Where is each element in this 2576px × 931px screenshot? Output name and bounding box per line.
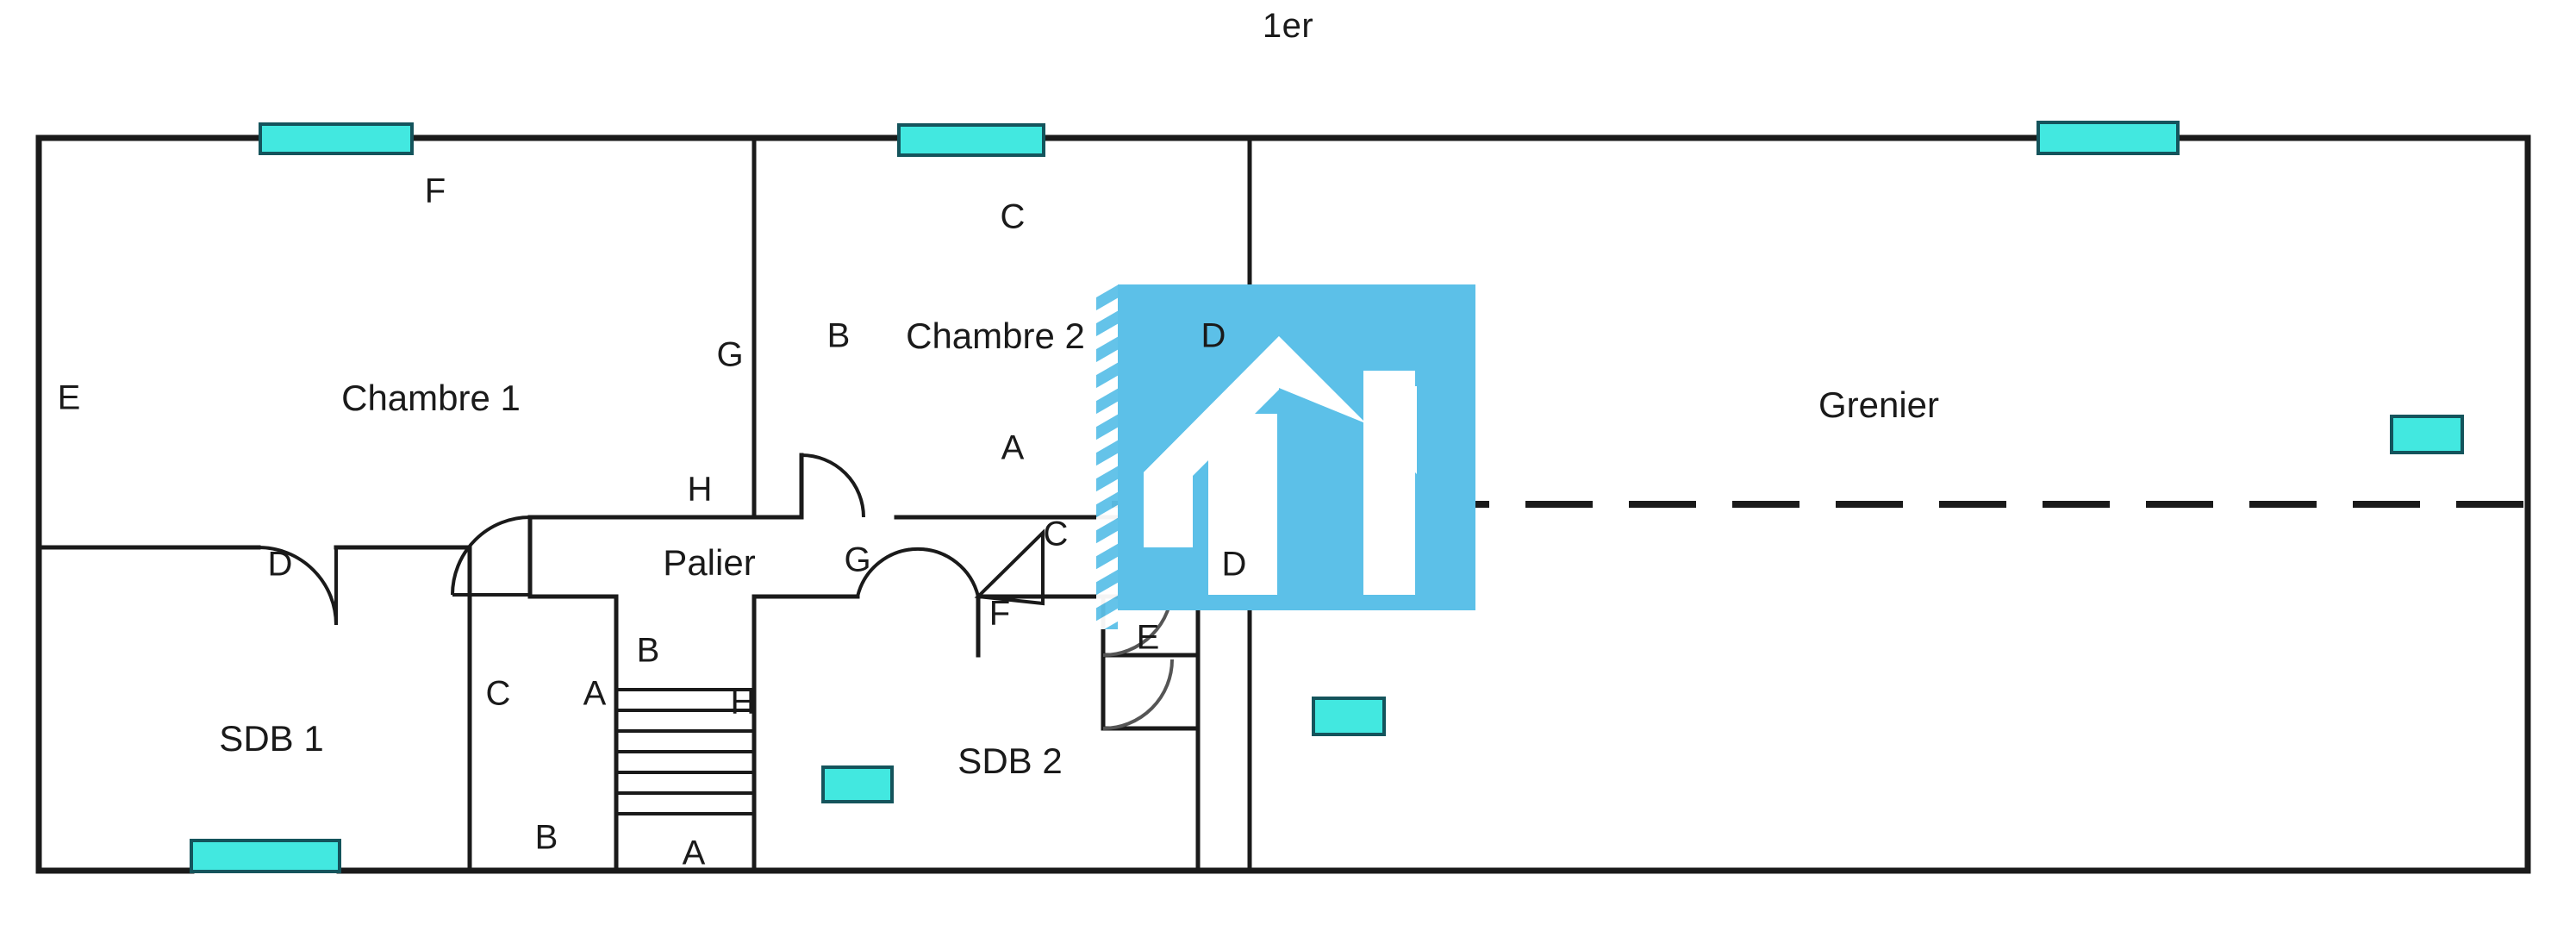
wall-code-label: B: [534, 818, 558, 857]
wall-code-label: G: [716, 335, 744, 374]
wall-code-label: C: [1043, 515, 1069, 553]
door-arc-palier-left: [451, 515, 531, 596]
outer-walls: [35, 134, 2531, 874]
wall-code-label: D: [267, 545, 293, 584]
wall-code-label: F: [424, 172, 446, 210]
room-label: Chambre 1: [341, 378, 521, 418]
staircase: [616, 688, 754, 815]
window: [2390, 415, 2464, 454]
window: [1312, 697, 1386, 736]
wall-code-label: A: [1001, 428, 1025, 467]
wall-code-label: H: [730, 683, 756, 722]
door-swings: [258, 453, 1174, 730]
windows: [190, 121, 2464, 873]
window: [897, 123, 1045, 157]
wall-code-label: C: [1000, 197, 1026, 236]
wall-code-label: H: [687, 470, 713, 509]
door-arc-chambre2: [801, 453, 865, 518]
room-label: SDB 1: [219, 718, 324, 759]
door-sdb2-f: [974, 528, 1045, 606]
wall-code-label: B: [636, 631, 660, 670]
door-arc-wc-2: [1102, 659, 1174, 730]
door-arc-palier-right: [856, 547, 980, 597]
wall-code-label: B: [826, 316, 851, 355]
interior-walls: [36, 135, 1252, 873]
page-title: 1er: [1262, 7, 1314, 45]
room-label: Grenier: [1818, 384, 1940, 425]
window: [2036, 121, 2180, 155]
wall-code-label: D: [1201, 316, 1226, 355]
wall-code-label: A: [682, 834, 706, 872]
window: [821, 765, 894, 803]
wall-code-label: E: [1136, 618, 1160, 657]
wall-code-label: F: [989, 594, 1011, 633]
room-label: Chambre 2: [906, 316, 1085, 356]
window: [190, 839, 341, 873]
wall-code-label: A: [583, 674, 607, 713]
room-label: SDB 2: [957, 740, 1063, 781]
wall-code-label: C: [485, 674, 511, 713]
room-label: Palier: [663, 542, 756, 583]
wall-code-label: G: [844, 540, 871, 579]
wall-code-label: E: [57, 378, 81, 417]
wall-code-label: D: [1221, 545, 1247, 584]
window: [259, 122, 414, 155]
